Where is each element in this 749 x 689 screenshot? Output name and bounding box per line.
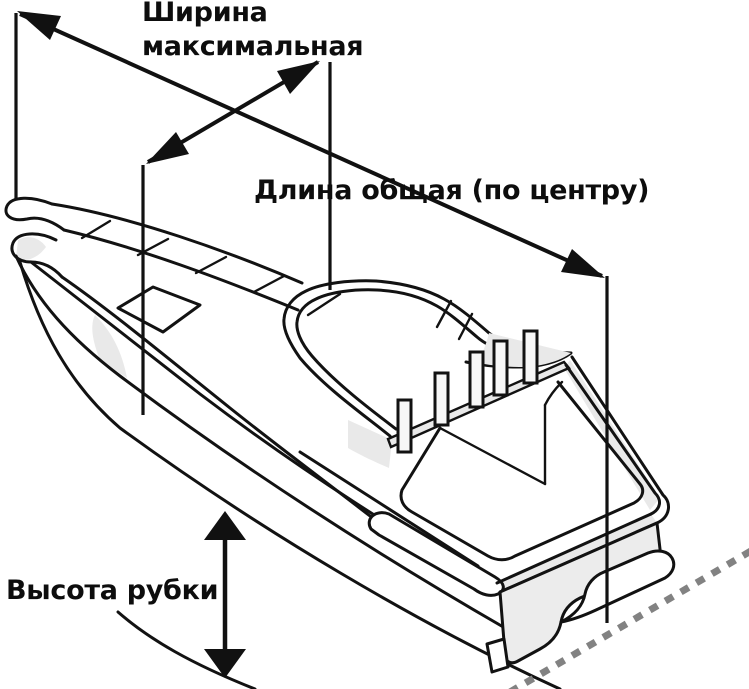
width-label-line1: Ширина: [142, 0, 268, 28]
length-arrowhead-bow: [17, 11, 61, 40]
railing-posts: [396, 329, 539, 454]
width-label-line2: максимальная: [142, 31, 364, 62]
railing-post: [433, 371, 450, 427]
swim-platform: [559, 549, 676, 624]
trim-tab: [485, 637, 510, 674]
cockpit-floor-outline: [399, 380, 645, 562]
starboard-rim-inner: [564, 363, 661, 516]
length-arrow-line: [19, 12, 603, 278]
deck-band-inner-line: [62, 228, 300, 312]
width-arrowhead-starboard: [277, 61, 320, 94]
chine-line: [14, 254, 507, 630]
deck-under-windshield-shading: [348, 420, 392, 468]
width-dimension: [141, 60, 332, 415]
railing-post: [522, 329, 539, 385]
length-arrowhead-stern: [561, 249, 605, 278]
railing-post: [492, 339, 509, 397]
keel-line: [116, 610, 257, 689]
port-gunwale-cap: [367, 511, 505, 597]
height-dimension: [204, 511, 246, 678]
starboard-rim-outer: [570, 355, 670, 525]
transom-rim-inner: [495, 512, 653, 585]
sheer-line: [60, 275, 372, 518]
console-top-line: [543, 380, 564, 407]
hull-bottom-line: [18, 260, 562, 689]
width-label: Ширина максимальная: [142, 0, 364, 64]
seat-back-line: [438, 426, 547, 486]
height-label: Высота рубки: [6, 575, 219, 606]
spray-rail-line: [298, 450, 480, 568]
windshield-inner: [295, 288, 544, 431]
foredeck-shading: [92, 315, 127, 378]
bow-upper-hook: [4, 196, 66, 232]
railing-post: [468, 350, 485, 409]
waterline-dashed-line: [508, 548, 749, 689]
transom-rim-shading: [497, 514, 657, 592]
width-arrowhead-port: [146, 132, 189, 164]
height-arrowhead-bottom: [204, 649, 246, 678]
foredeck-hatch: [116, 285, 202, 334]
height-arrowhead-top: [204, 511, 246, 540]
boat-drawing: [4, 196, 676, 689]
bow-shading: [16, 237, 46, 260]
far-gunwale-line: [50, 202, 304, 285]
railing-post: [396, 398, 413, 454]
length-label: Длина общая (по центру): [254, 175, 650, 206]
length-dimension: [14, 11, 609, 623]
